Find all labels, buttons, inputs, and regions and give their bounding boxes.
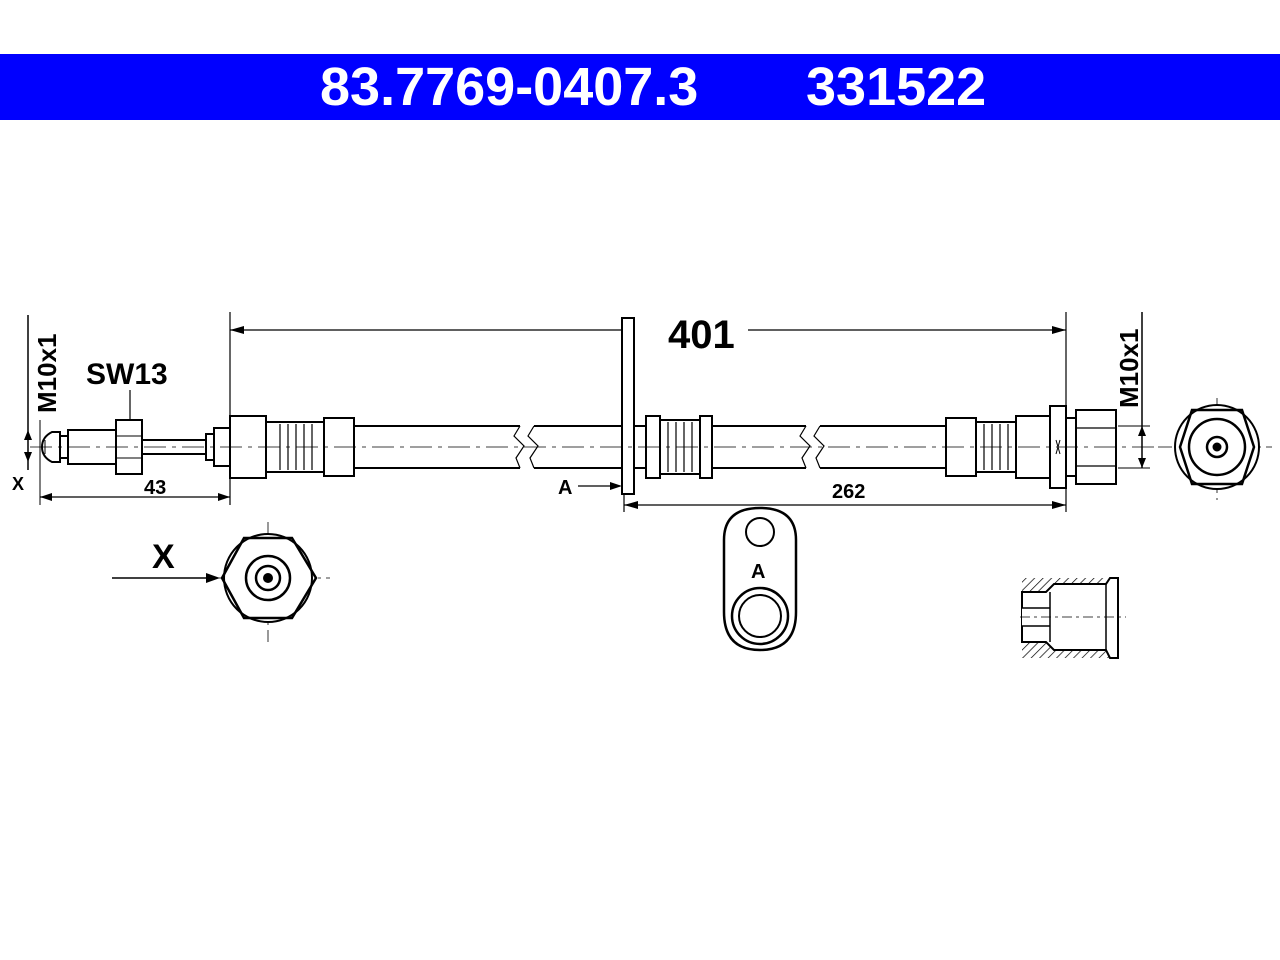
left-thread-dimension: M10x1 — [24, 315, 62, 505]
wrench-size-label: SW13 — [86, 358, 168, 391]
part-number: 83.7769-0407.3 — [320, 57, 699, 117]
right-thread-dimension: M10x1 — [1114, 312, 1150, 469]
section-x-label: X — [152, 538, 175, 576]
bracket-detail-label: A — [751, 561, 765, 583]
bracket-marker-label: A — [558, 477, 572, 499]
section-x-view: X — [112, 522, 330, 642]
port-section-detail — [1020, 577, 1126, 659]
right-end-view — [1158, 398, 1272, 500]
header-bar — [0, 54, 1280, 120]
dim-401: 401 — [230, 312, 1067, 512]
reference-number: 331522 — [806, 57, 987, 117]
dim-262: 262 — [623, 481, 1066, 512]
left-fitting — [40, 419, 231, 475]
overall-length-label: 401 — [668, 313, 735, 357]
x-marker-left: X — [12, 474, 24, 494]
right-thread-label: M10x1 — [1114, 329, 1144, 409]
left-fitting-length-label: 43 — [144, 477, 166, 499]
dim-43: 43 — [40, 312, 231, 505]
bracket-to-end-label: 262 — [832, 481, 865, 503]
left-thread-label: M10x1 — [32, 334, 62, 414]
bracket-detail: A — [722, 506, 798, 652]
bracket-marker: A — [558, 477, 622, 499]
